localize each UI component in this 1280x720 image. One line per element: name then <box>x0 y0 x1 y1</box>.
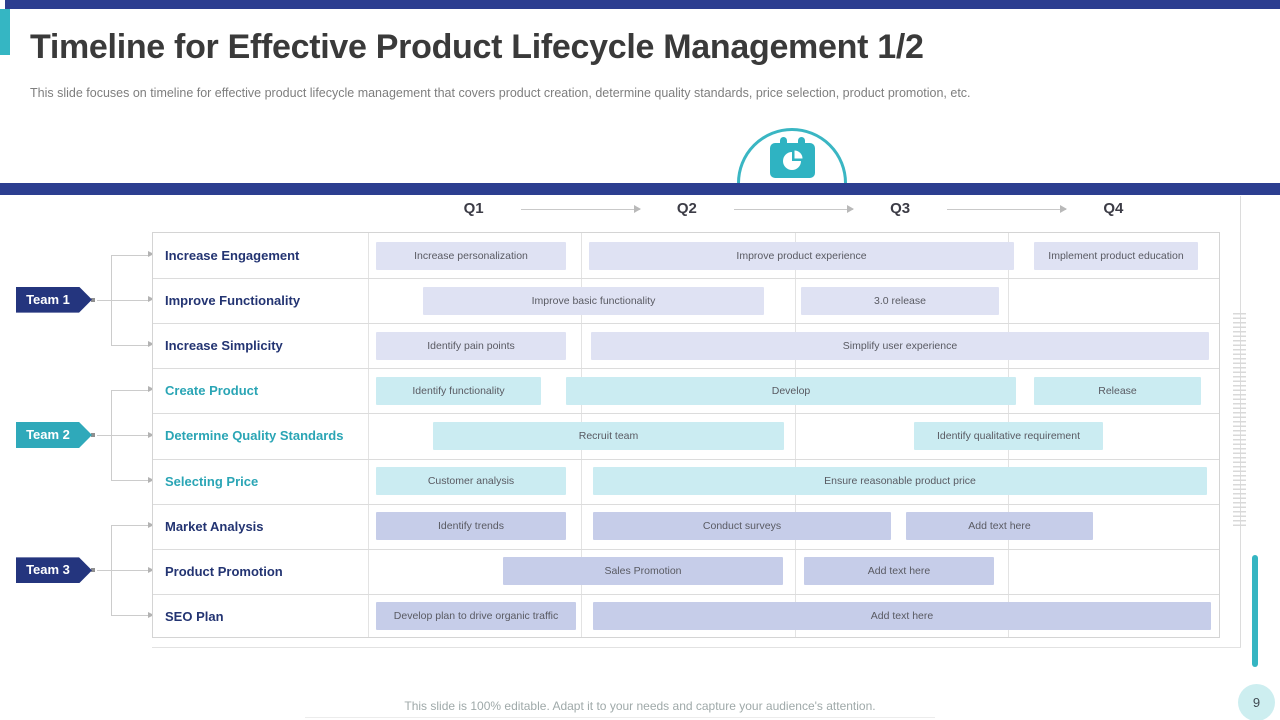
quarter-label: Q3 <box>890 200 911 217</box>
row-divider <box>153 278 1219 280</box>
row-label: Market Analysis <box>165 518 264 534</box>
connector-vline <box>111 389 112 481</box>
task-bar: Improve basic functionality <box>423 286 764 315</box>
row-label: Increase Simplicity <box>165 338 283 354</box>
task-bar: Increase personalization <box>376 241 566 270</box>
connector-arrowhead <box>148 521 154 528</box>
task-bar: Ensure reasonable product price <box>593 467 1207 496</box>
connector-line <box>111 254 148 256</box>
task-bar: Add text here <box>906 512 1093 541</box>
task-bar: 3.0 release <box>801 286 999 315</box>
connector-line <box>111 344 148 346</box>
connector-arrowhead <box>148 251 154 258</box>
task-bar: Recruit team <box>433 422 784 450</box>
row-divider <box>153 548 1219 550</box>
quarter-label: Q2 <box>676 200 697 217</box>
row-label: Determine Quality Standards <box>165 428 344 444</box>
quarter-arrow <box>733 205 855 213</box>
row-divider <box>153 413 1219 415</box>
row-divider <box>153 458 1219 460</box>
connector-line <box>97 570 148 572</box>
column-divider <box>368 233 369 637</box>
connector-line <box>97 435 148 436</box>
connector-line <box>111 480 148 482</box>
bottom-guide-line <box>152 647 1241 648</box>
task-bar: Add text here <box>593 602 1211 631</box>
quarter-label: Q4 <box>1103 200 1124 217</box>
team-badge: Team 1 <box>16 286 92 313</box>
task-bar: Identify qualitative requirement <box>914 422 1103 450</box>
connector-dot <box>91 297 95 302</box>
task-bar: Implement product education <box>1034 241 1198 270</box>
connector-arrowhead <box>148 566 154 573</box>
timeline-table: Increase Engagement Increase personalizat… <box>152 232 1220 638</box>
page-number-badge: 9 <box>1238 684 1275 720</box>
row-divider <box>153 503 1219 505</box>
calendar-clock-icon <box>770 137 815 178</box>
connector-arrowhead <box>148 431 154 438</box>
connector-line <box>111 389 148 391</box>
slide-subtitle: This slide focuses on timeline for effec… <box>30 86 971 100</box>
left-accent-block <box>0 9 10 55</box>
connector-arrowhead <box>148 386 154 393</box>
row-label: Selecting Price <box>165 473 259 489</box>
row-divider <box>153 593 1219 595</box>
top-accent-bar <box>5 0 1280 9</box>
task-bar: Add text here <box>804 557 994 586</box>
connector-line <box>111 525 148 527</box>
teal-accent-bar <box>1252 555 1258 667</box>
connector-arrowhead <box>148 296 154 303</box>
connector-line <box>111 615 148 617</box>
row-label: Product Promotion <box>165 563 283 579</box>
task-bar: Develop <box>566 376 1016 405</box>
coil-decoration <box>1233 313 1246 529</box>
page-title: Timeline for Effective Product Lifecycle… <box>30 28 924 66</box>
team-badge: Team 3 <box>16 557 92 584</box>
team-badge: Team 2 <box>16 422 92 448</box>
connector-arrowhead <box>148 611 154 618</box>
connector-line <box>97 299 148 301</box>
footer-divider <box>305 717 935 718</box>
row-label: Create Product <box>165 383 259 399</box>
quarter-label: Q1 <box>463 200 484 217</box>
quarter-arrow <box>520 205 642 213</box>
task-bar: Improve product experience <box>589 241 1014 270</box>
task-bar: Identify pain points <box>376 331 566 360</box>
row-label: Increase Engagement <box>165 248 300 263</box>
connector-arrowhead <box>148 476 154 483</box>
divider-band <box>0 183 1280 195</box>
task-bar: Simplify user experience <box>591 331 1209 360</box>
connector-dot <box>91 433 95 437</box>
row-divider <box>153 323 1219 325</box>
task-bar: Sales Promotion <box>503 557 783 586</box>
task-bar: Conduct surveys <box>593 512 891 541</box>
task-bar: Identify trends <box>376 512 566 541</box>
quarter-arrow <box>947 205 1068 213</box>
task-bar: Customer analysis <box>376 467 566 496</box>
row-label: Improve Functionality <box>165 293 301 309</box>
task-bar: Identify functionality <box>376 376 541 405</box>
page-number: 9 <box>1252 695 1261 710</box>
task-bar: Release <box>1034 376 1201 405</box>
row-divider <box>153 368 1219 370</box>
connector-dot <box>91 568 95 573</box>
column-divider <box>794 233 796 637</box>
icon-ring <box>737 128 847 183</box>
footer-note: This slide is 100% editable. Adapt it to… <box>404 699 876 713</box>
connector-arrowhead <box>148 341 154 348</box>
task-bar: Develop plan to drive organic traffic <box>376 602 576 631</box>
row-label: SEO Plan <box>165 608 224 624</box>
